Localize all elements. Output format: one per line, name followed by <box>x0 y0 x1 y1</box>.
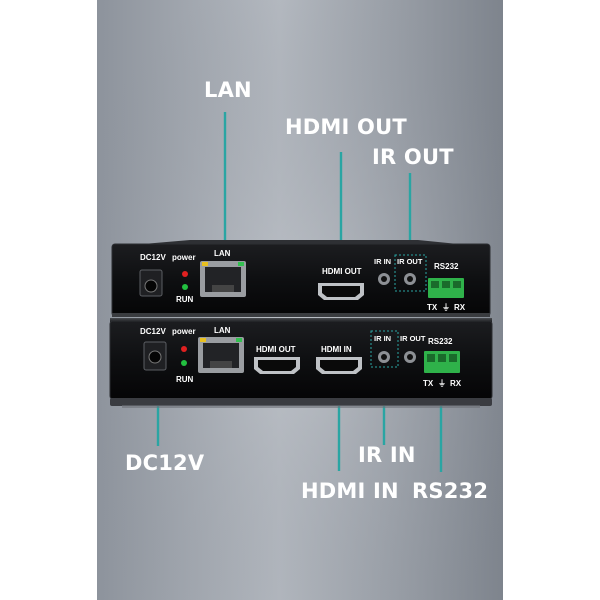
callout-lan: LAN <box>204 78 252 102</box>
top-ir-out-label: IR OUT <box>397 257 423 266</box>
bottom-dc-label: DC12V <box>140 327 166 336</box>
bottom-hdmi-in-label: HDMI IN <box>321 345 352 354</box>
top-ir-in-label: IR IN <box>374 257 391 266</box>
bottom-hdmi-out-label: HDMI OUT <box>256 345 296 354</box>
bottom-ground-icon: ⏚ <box>438 379 446 388</box>
bottom-rs232-label: RS232 <box>428 337 453 346</box>
bottom-run-label: RUN <box>176 375 194 384</box>
bottom-lan-label: LAN <box>214 326 231 335</box>
bottom-ir-out-label: IR OUT <box>400 334 426 343</box>
top-rs232-label: RS232 <box>434 262 459 271</box>
callout-hdmi-out: HDMI OUT <box>285 115 407 139</box>
bottom-unit: DC12V power RUN LAN HDMI OUT HDMI IN IR … <box>109 318 493 408</box>
top-run-label: RUN <box>176 295 194 304</box>
top-unit: DC12V power RUN LAN HDMI OUT IR IN IR OU… <box>111 240 491 317</box>
top-ground-icon: ⏚ <box>442 303 450 312</box>
bottom-run-led <box>181 360 187 366</box>
top-run-led <box>182 284 188 290</box>
bottom-power-label: power <box>172 327 196 336</box>
top-rx-label: RX <box>454 303 466 312</box>
top-dc-label: DC12V <box>140 253 166 262</box>
bottom-tx-label: TX <box>423 379 434 388</box>
callout-ir-out: IR OUT <box>372 145 454 169</box>
top-tx-label: TX <box>427 303 438 312</box>
callout-rs232: RS232 <box>412 479 489 503</box>
bottom-power-led <box>181 346 187 352</box>
top-power-led <box>182 271 188 277</box>
top-lan-label: LAN <box>214 249 231 258</box>
top-hdmi-out-label: HDMI OUT <box>322 267 362 276</box>
bottom-rx-label: RX <box>450 379 462 388</box>
bottom-ir-in-label: IR IN <box>374 334 391 343</box>
callout-hdmi-in: HDMI IN <box>301 479 399 503</box>
callout-ir-in: IR IN <box>358 443 416 467</box>
top-power-label: power <box>172 253 196 262</box>
callout-dc12v: DC12V <box>125 451 205 475</box>
